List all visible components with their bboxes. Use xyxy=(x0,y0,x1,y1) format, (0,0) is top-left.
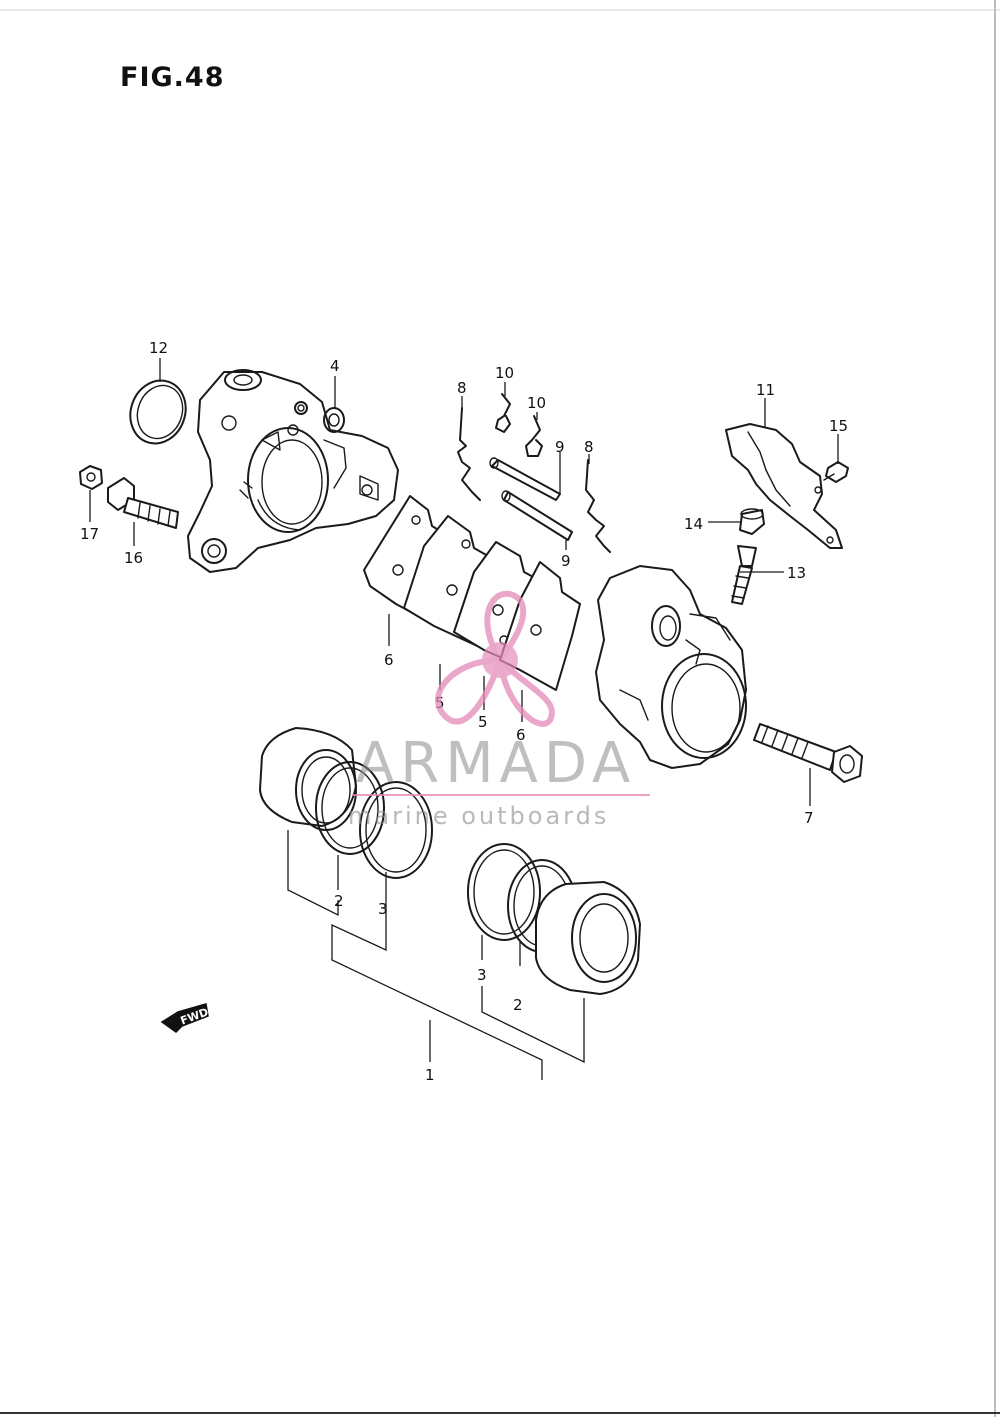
callout-10-lower: 10 xyxy=(527,394,546,412)
part-pad-pin-lower xyxy=(501,490,573,541)
part-brake-pads xyxy=(363,495,581,691)
assembly-bracket-lines xyxy=(287,830,585,1080)
part-pad-pin-upper xyxy=(489,457,561,501)
callout-15: 15 xyxy=(829,417,848,435)
callout-5-right: 5 xyxy=(478,713,488,731)
part-caliper-body xyxy=(595,565,747,769)
part-clip-upper xyxy=(495,393,511,433)
part-piston-right xyxy=(535,881,641,995)
part-nut xyxy=(79,465,103,490)
callout-12: 12 xyxy=(149,339,168,357)
fwd-label: FWD xyxy=(179,1006,210,1028)
propeller-logo-icon xyxy=(435,590,555,727)
part-pad-cover xyxy=(725,423,843,549)
callout-6-left: 6 xyxy=(384,651,394,669)
callout-3-right: 3 xyxy=(477,966,487,984)
callout-1: 1 xyxy=(425,1066,435,1084)
forward-direction-badge: FWD xyxy=(160,1003,210,1033)
callout-3-left: 3 xyxy=(378,900,388,918)
callout-14: 14 xyxy=(684,515,703,533)
callout-labels: 1 2 3 2 3 4 5 5 6 6 7 8 8 9 9 10 10 11 1… xyxy=(80,339,848,1084)
callout-2-right: 2 xyxy=(513,996,523,1014)
callout-4: 4 xyxy=(330,357,340,375)
watermark-brand: ARMADA xyxy=(356,731,636,796)
callout-6-right: 6 xyxy=(516,726,526,744)
part-bleeder-valve xyxy=(731,545,757,605)
watermark: ARMADA marine outboards xyxy=(348,590,650,830)
part-cap-disc xyxy=(129,379,187,445)
callout-2-left: 2 xyxy=(334,892,344,910)
part-pad-spring-right xyxy=(585,459,611,553)
callout-16: 16 xyxy=(124,549,143,567)
callout-8-right: 8 xyxy=(584,438,594,456)
part-caliper-bolt xyxy=(753,723,863,783)
callout-11: 11 xyxy=(756,381,775,399)
part-washer xyxy=(323,407,345,433)
callout-10-upper: 10 xyxy=(495,364,514,382)
part-bleeder-cap xyxy=(739,508,765,535)
callout-8-left: 8 xyxy=(457,379,467,397)
figure-title: FIG.48 xyxy=(120,62,225,93)
part-mounting-bolt xyxy=(107,477,179,529)
part-clip-lower xyxy=(525,415,543,457)
callout-13: 13 xyxy=(787,564,806,582)
callout-9-lower: 9 xyxy=(561,552,571,570)
part-dust-seal-left xyxy=(359,781,433,879)
part-piston-left xyxy=(259,727,357,831)
part-caliper-bracket xyxy=(187,369,399,573)
watermark-tagline: marine outboards xyxy=(348,802,609,830)
part-cover-screw xyxy=(823,461,849,483)
part-piston-seal-left xyxy=(315,761,385,855)
callout-17: 17 xyxy=(80,525,99,543)
part-pad-spring-left xyxy=(457,407,481,501)
part-dust-seal-right xyxy=(467,843,541,941)
callout-7: 7 xyxy=(804,809,814,827)
callout-9-upper: 9 xyxy=(555,438,565,456)
